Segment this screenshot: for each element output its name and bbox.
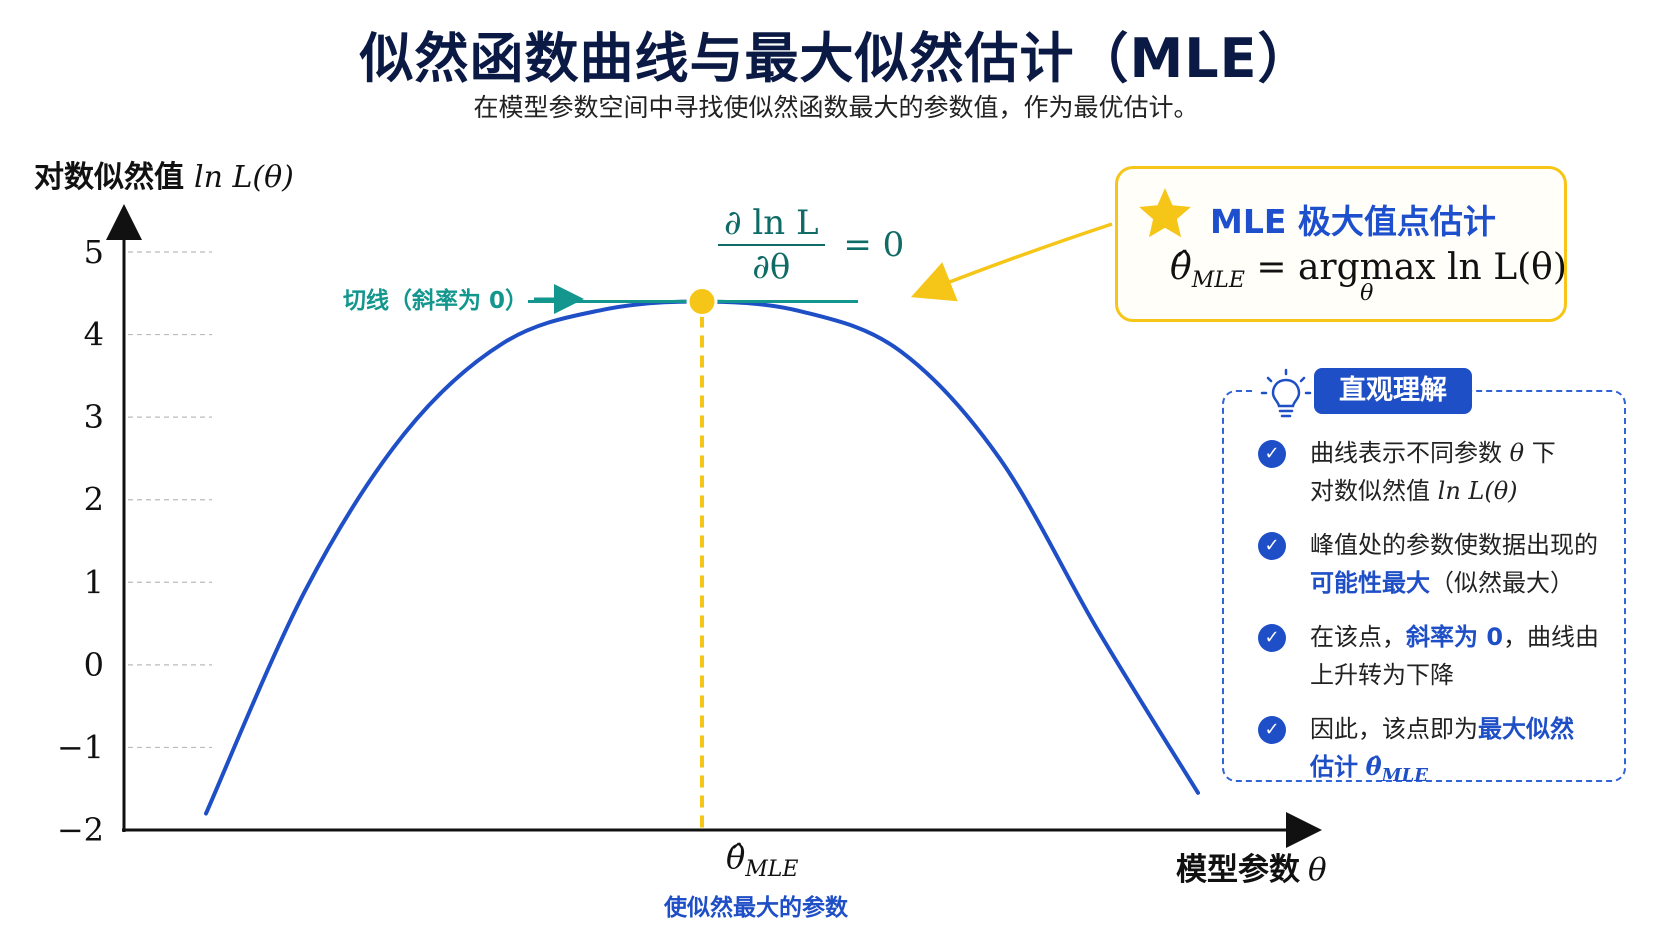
y-tick-label: 5	[84, 233, 104, 271]
lightbulb-icon	[1252, 368, 1320, 420]
y-axis-math: ln L(θ)	[194, 160, 294, 195]
x-axis-math: θ	[1308, 852, 1327, 888]
y-tick-label: 1	[84, 563, 104, 601]
derivative-equation: ∂ ln L ∂θ = 0	[718, 202, 904, 288]
peak-point	[686, 286, 718, 318]
mle-callout-arrow	[910, 222, 1113, 302]
page-subtitle: 在模型参数空间中寻找使似然函数最大的参数值，作为最优估计。	[473, 93, 1199, 122]
derivative-numerator: ∂ ln L	[718, 202, 825, 246]
check-icon: ✓	[1258, 440, 1286, 468]
y-tick-label: −2	[57, 811, 104, 849]
y-tick-label: 2	[84, 481, 104, 519]
tangent-label: 切线（斜率为 0）	[343, 288, 529, 314]
check-icon: ✓	[1258, 532, 1286, 560]
list-item: ✓ 在该点，斜率为 0，曲线由 上升转为下降	[1258, 618, 1618, 694]
page-title: 似然函数曲线与最大似然估计（MLE）	[359, 27, 1313, 90]
intuition-badge: 直观理解	[1314, 368, 1472, 414]
mle-box-title: MLE 极大值点估计	[1210, 202, 1496, 241]
y-tick-label: 3	[84, 398, 104, 436]
check-icon: ✓	[1258, 716, 1286, 744]
y-tick-label: −1	[57, 728, 104, 766]
intuition-panel	[1222, 390, 1626, 782]
y-tick-label: 0	[84, 646, 104, 684]
list-item: ✓ 峰值处的参数使数据出现的 可能性最大（似然最大）	[1258, 526, 1618, 602]
star-icon	[1139, 188, 1191, 238]
intuition-bullets: ✓ 曲线表示不同参数 θ 下 对数似然值 ln L(θ) ✓ 峰值处的参数使数据…	[1258, 434, 1618, 811]
param-caption: 使似然最大的参数	[664, 895, 848, 921]
theta-mle-label: θ̂MLE	[726, 838, 799, 882]
derivative-rhs: = 0	[843, 225, 905, 265]
derivative-denominator: ∂θ	[752, 247, 791, 287]
list-item: ✓ 因此，该点即为最大似然 估计 θ̂MLE	[1258, 710, 1618, 795]
check-icon: ✓	[1258, 624, 1286, 652]
y-tick-label: 4	[84, 316, 104, 354]
list-item: ✓ 曲线表示不同参数 θ 下 对数似然值 ln L(θ)	[1258, 434, 1618, 510]
y-tick-labels: 5 4 3 2 1 0 −1 −2	[57, 233, 104, 849]
y-gridlines	[128, 251, 212, 749]
